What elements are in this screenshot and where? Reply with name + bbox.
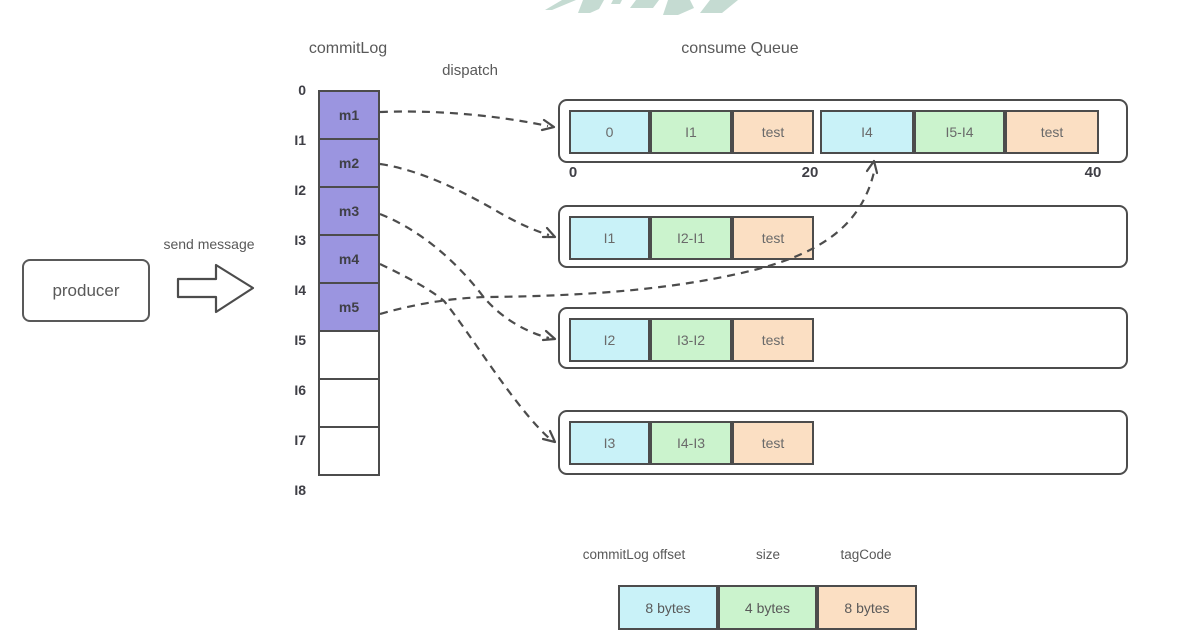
- queue1-entry2-tag-cell: test: [1005, 110, 1099, 154]
- commitlog-cell-m5: m5: [318, 282, 380, 332]
- commitlog-offset-label: I3: [294, 232, 306, 248]
- queue3-entry1-size-cell: I3-I2: [650, 318, 732, 362]
- legend-label-offset: commitLog offset: [582, 547, 686, 562]
- commitlog-offset-label: I2: [294, 182, 306, 198]
- producer-box: producer: [22, 259, 150, 322]
- dispatch-arrow-m4: [379, 263, 551, 440]
- commitlog-offset-label: I5: [294, 332, 306, 348]
- producer-label: producer: [52, 280, 120, 300]
- legend-box-size: 4 bytes: [718, 585, 817, 630]
- legend-label-tag: tagCode: [840, 547, 892, 562]
- commitlog-offset-label: I7: [294, 432, 306, 448]
- commitlog-cell-empty: [318, 426, 380, 476]
- queue2-entry1-tag-cell: test: [732, 216, 814, 260]
- queue1-entry1-size-cell: I1: [650, 110, 732, 154]
- commitlog-cell-m2: m2: [318, 138, 380, 188]
- consume-queue-title: consume Queue: [681, 40, 799, 57]
- queue4-entry1-size-cell: I4-I3: [650, 421, 732, 465]
- legend-label-size: size: [755, 547, 780, 562]
- send-message-label: send message: [163, 236, 255, 252]
- entry-arrowhead-queue4: [541, 429, 557, 444]
- queue3-entry1-tag-cell: test: [732, 318, 814, 362]
- legend-box-tag: 8 bytes: [817, 585, 917, 630]
- dispatch-arrow-m1: [379, 110, 549, 128]
- entry-arrowhead-queue2: [541, 226, 557, 239]
- queue-axis-label: 0: [568, 164, 578, 181]
- entry-arrowhead-queue3: [541, 329, 557, 342]
- queue-axis-label: 40: [1084, 164, 1102, 181]
- queue3-entry1-offset-cell: I2: [569, 318, 650, 362]
- commitlog-offset-label: I8: [294, 482, 306, 498]
- commitlog-cell-empty: [318, 378, 380, 428]
- queue2-entry1-offset-cell: I1: [569, 216, 650, 260]
- entry-arrowhead-queue1: [540, 118, 556, 132]
- dispatch-arrow-m3: [379, 212, 550, 340]
- queue4-entry1-tag-cell: test: [732, 421, 814, 465]
- commitlog-cell-m4: m4: [318, 234, 380, 284]
- queue1-entry1-offset-cell: 0: [569, 110, 650, 154]
- queue4-entry1-offset-cell: I3: [569, 421, 650, 465]
- queue1-entry2-offset-cell: I4: [820, 110, 914, 154]
- queue2-entry1-size-cell: I2-I1: [650, 216, 732, 260]
- send-message-arrow: [176, 263, 255, 314]
- dispatch-label: dispatch: [442, 62, 498, 79]
- commitlog-offset-label: I1: [294, 132, 306, 148]
- commitlog-offset-label: 0: [298, 82, 306, 98]
- commitlog-offset-label: I6: [294, 382, 306, 398]
- commitlog-cell-empty: [318, 330, 380, 380]
- queue1-entry1-tag-cell: test: [732, 110, 814, 154]
- commitlog-offset-label: I4: [294, 282, 306, 298]
- legend-box-offset: 8 bytes: [618, 585, 718, 630]
- watermark: [545, 0, 738, 15]
- commitlog-title: commitLog: [308, 40, 388, 57]
- commitlog-cell-m1: m1: [318, 90, 380, 140]
- queue-axis-label: 20: [801, 164, 819, 181]
- commitlog-cell-m3: m3: [318, 186, 380, 236]
- dispatch-arrow-m2: [379, 162, 550, 237]
- queue1-entry2-size-cell: I5-I4: [914, 110, 1005, 154]
